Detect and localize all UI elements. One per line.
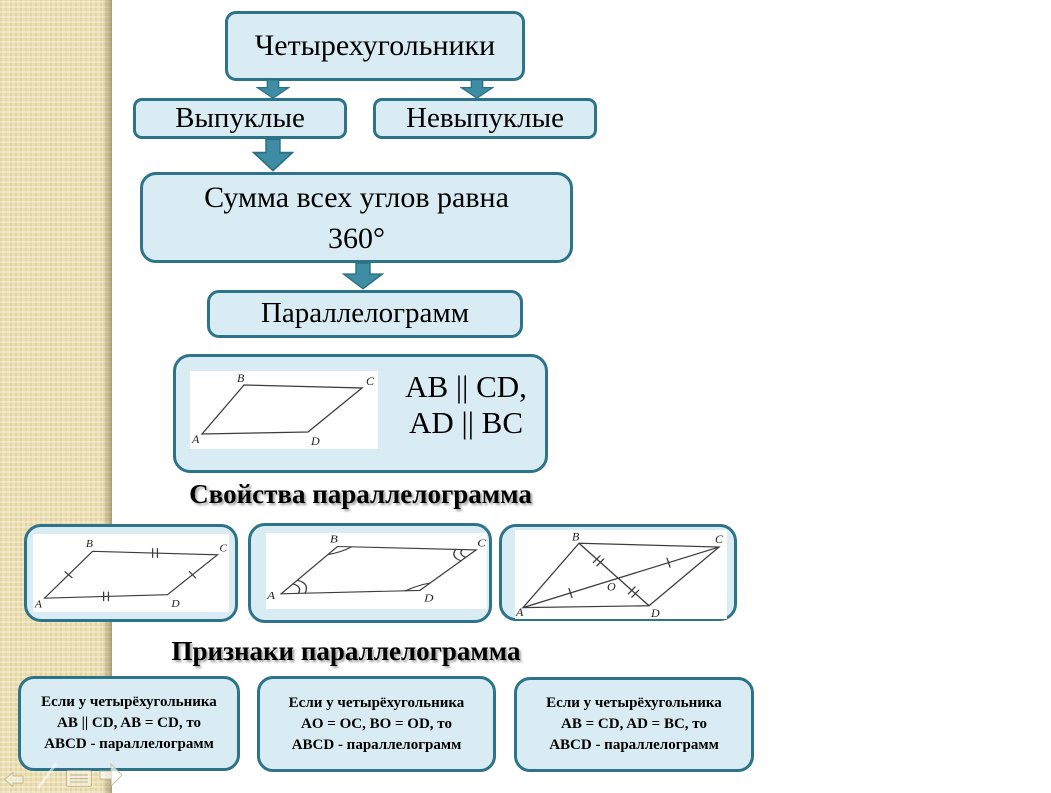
title-label: Четырехугольники <box>254 28 496 62</box>
vertex-label: D <box>310 434 320 448</box>
diagonals-drawing: A B C D O <box>515 531 723 619</box>
property-equal-angles-box: A B C D <box>248 523 492 623</box>
vertex-label: C <box>219 543 227 554</box>
nonconvex-box: Невыпуклые <box>373 98 597 139</box>
vertex-label: D <box>650 607 660 619</box>
vertex-label: B <box>86 538 93 549</box>
vertex-label: B <box>572 531 579 544</box>
back-arrow-icon[interactable] <box>4 772 24 787</box>
left-texture-strip <box>0 0 112 793</box>
vertex-label: C <box>366 374 375 388</box>
list-icon[interactable] <box>66 770 92 787</box>
vertex-label: A <box>191 432 200 446</box>
down-arrow-icon <box>256 79 290 99</box>
vertex-label: D <box>423 593 434 604</box>
criterion1-line1: Если у четырёхугольника <box>41 694 217 710</box>
angle-sum-line1: Сумма всех углов равна <box>204 180 509 214</box>
definition-line2: AD || BC <box>408 405 524 440</box>
criterion-box-1: Если у четырёхугольника AB || CD, AB = C… <box>18 676 240 771</box>
criterion3-line1: Если у четырёхугольника <box>546 695 722 711</box>
equal-sides-drawing: A B C D <box>34 538 228 610</box>
vertex-label: A <box>34 599 42 610</box>
vertex-label: B <box>237 371 245 385</box>
definition-box: A B C D AB || CD, AD || BC <box>173 354 548 473</box>
parallelogram-label: Параллелограмм <box>260 297 470 330</box>
down-arrow-icon <box>252 138 294 172</box>
criterion2-line3: ABCD - параллелограмм <box>291 736 462 753</box>
vertex-label: C <box>715 534 723 547</box>
criterion3-line2: AB = CD, AD = BC, то <box>561 716 707 732</box>
parallelogram-figure: A B C D <box>190 371 378 449</box>
vertex-label: B <box>330 534 338 545</box>
parallelogram-box: Параллелограмм <box>207 290 523 338</box>
criterion3-line3: ABCD - параллелограмм <box>549 737 719 753</box>
properties-heading: Свойства параллелограмма <box>189 479 532 509</box>
criterion-box-3: Если у четырёхугольника AB = CD, AD = BC… <box>514 677 754 772</box>
criterion2-line1: Если у четырёхугольника <box>288 694 465 711</box>
angle-sum-box: Сумма всех углов равна 360° <box>140 172 573 263</box>
convex-box: Выпуклые <box>133 98 347 139</box>
property-equal-sides-box: A B C D <box>24 524 238 622</box>
diagonals-figure: A B C D O <box>515 530 727 619</box>
angle-sum-line2: 360° <box>328 221 385 255</box>
criterion1-line2: AB || CD, AB = CD, то <box>56 715 201 731</box>
property-diagonals-box: A B C D O <box>499 524 737 621</box>
equal-angles-figure: A B C D <box>266 533 487 609</box>
slide-nav-buttons <box>0 758 135 793</box>
vertex-label: A <box>266 590 276 601</box>
nonconvex-label: Невыпуклые <box>406 101 564 134</box>
equal-sides-figure: A B C D <box>33 534 229 612</box>
down-arrow-icon <box>460 79 494 99</box>
parallelogram-drawing: A B C D <box>191 371 375 448</box>
vertex-label: A <box>515 606 524 619</box>
definition-text: AB || CD, AD || BC <box>388 369 544 441</box>
definition-line1: AB || CD, <box>405 369 527 404</box>
equal-angles-drawing: A B C D <box>266 534 486 604</box>
convex-label: Выпуклые <box>175 101 305 134</box>
criteria-heading: Признаки параллелограмма <box>171 636 521 666</box>
left-strip-shadow-edge <box>102 0 112 793</box>
slash-icon[interactable] <box>36 762 58 790</box>
criterion1-line3: ABCD - параллелограмм <box>44 736 214 752</box>
forward-arrow-icon[interactable] <box>99 762 123 788</box>
title-box: Четырехугольники <box>225 11 525 81</box>
center-label: O <box>607 581 616 594</box>
criterion2-line2: AO = OC, BO = OD, то <box>301 715 452 732</box>
vertex-label: C <box>477 538 486 549</box>
vertex-label: D <box>170 598 179 609</box>
criterion-box-2: Если у четырёхугольника AO = OC, BO = OD… <box>257 676 496 772</box>
down-arrow-icon <box>342 262 384 290</box>
